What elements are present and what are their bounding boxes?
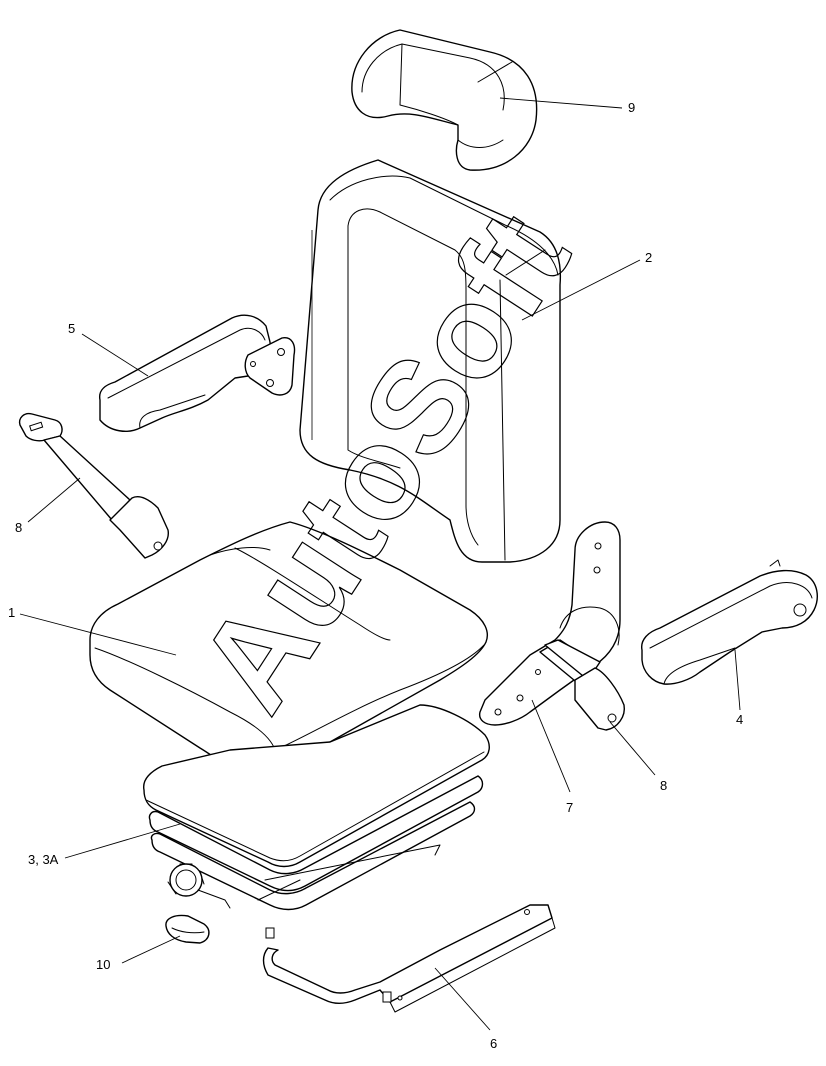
slide-rail-part-6	[262, 904, 556, 1013]
label-8-left: 8	[15, 520, 22, 535]
label-7: 7	[566, 800, 573, 815]
left-seatbelt-part-8	[18, 412, 169, 559]
label-9: 9	[628, 100, 635, 115]
leader-lines	[19, 97, 741, 1031]
label-6: 6	[490, 1036, 497, 1051]
label-2: 2	[645, 250, 652, 265]
headrest-part-9	[351, 29, 538, 171]
label-10: 10	[96, 957, 110, 972]
label-4: 4	[736, 712, 743, 727]
right-seatbelt-part-8	[539, 639, 625, 731]
right-armrest-part-4	[641, 559, 818, 685]
label-8-right: 8	[660, 778, 667, 793]
suspension-base-part-3-3a	[143, 704, 490, 911]
callout-labels: 9 2 5 8 1 3, 3A 10 4 7 8 6	[8, 100, 743, 1051]
label-1: 1	[8, 605, 15, 620]
label-3-3a: 3, 3A	[28, 852, 59, 867]
left-armrest-part-5	[98, 314, 296, 432]
backrest-part-2	[299, 159, 562, 563]
label-5: 5	[68, 321, 75, 336]
cap-part-10	[165, 914, 210, 944]
